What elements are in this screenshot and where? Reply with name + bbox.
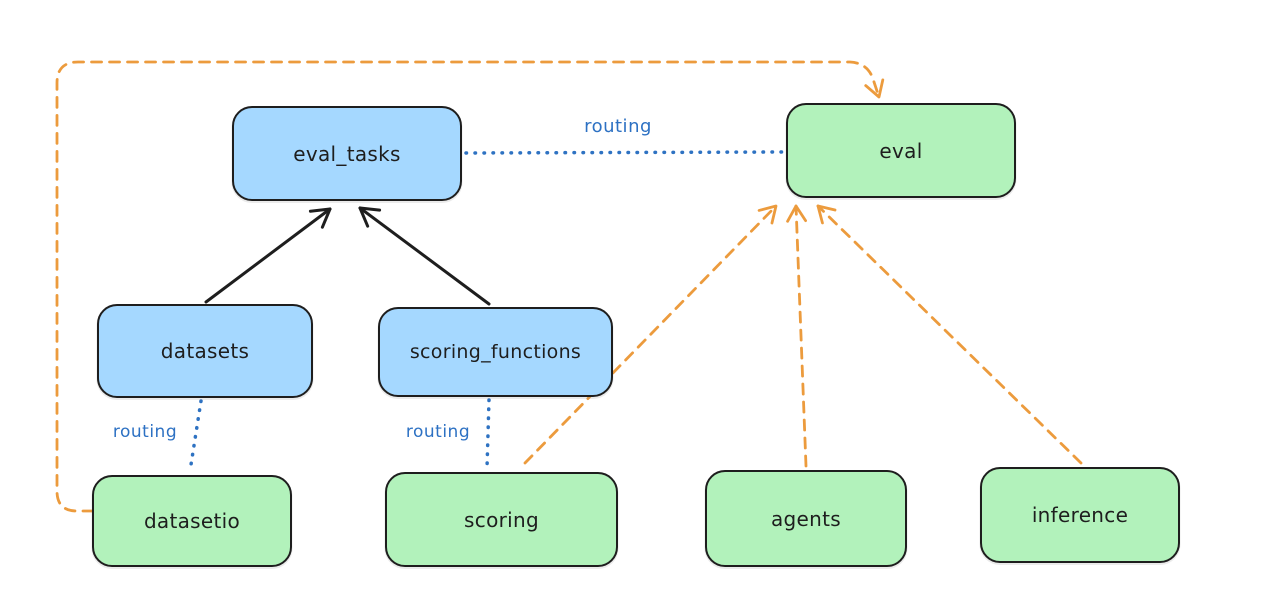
node-eval-tasks: eval_tasks [232,106,462,201]
edge-label-routing-left: routing [112,422,178,442]
edge-label-routing-top: routing [584,116,652,137]
node-scoring-functions-label: scoring_functions [409,341,582,363]
edge-scoring-to-eval [523,204,778,465]
edge-scoring_functions-to-scoring-routing [485,398,491,470]
node-datasetio-label: datasetio [143,509,241,533]
node-agents-label: agents [771,506,841,531]
node-scoring-label: scoring [464,507,539,532]
node-datasetio: datasetio [92,475,292,567]
edge-agents-to-eval [786,204,808,468]
edge-eval_tasks-to-eval-routing [464,150,784,155]
node-agents: agents [705,470,907,567]
node-eval: eval [786,103,1016,198]
node-datasets: datasets [97,304,313,398]
edge-label-routing-mid: routing [405,422,471,442]
node-inference: inference [980,467,1180,563]
node-eval-tasks-label: eval_tasks [293,141,401,166]
edge-datasets-to-eval_tasks [204,207,332,304]
edge-datasets-to-datasetio-routing [188,399,203,473]
node-scoring-functions: scoring_functions [378,307,613,397]
node-inference-label: inference [1031,503,1129,527]
node-datasets-label: datasets [160,339,250,363]
node-eval-label: eval [879,138,923,163]
edge-scoring_functions-to-eval_tasks [358,206,491,306]
edge-datasetio-to-eval-loop [55,60,885,513]
node-scoring: scoring [385,472,618,567]
edge-inference-to-eval [816,204,1083,465]
